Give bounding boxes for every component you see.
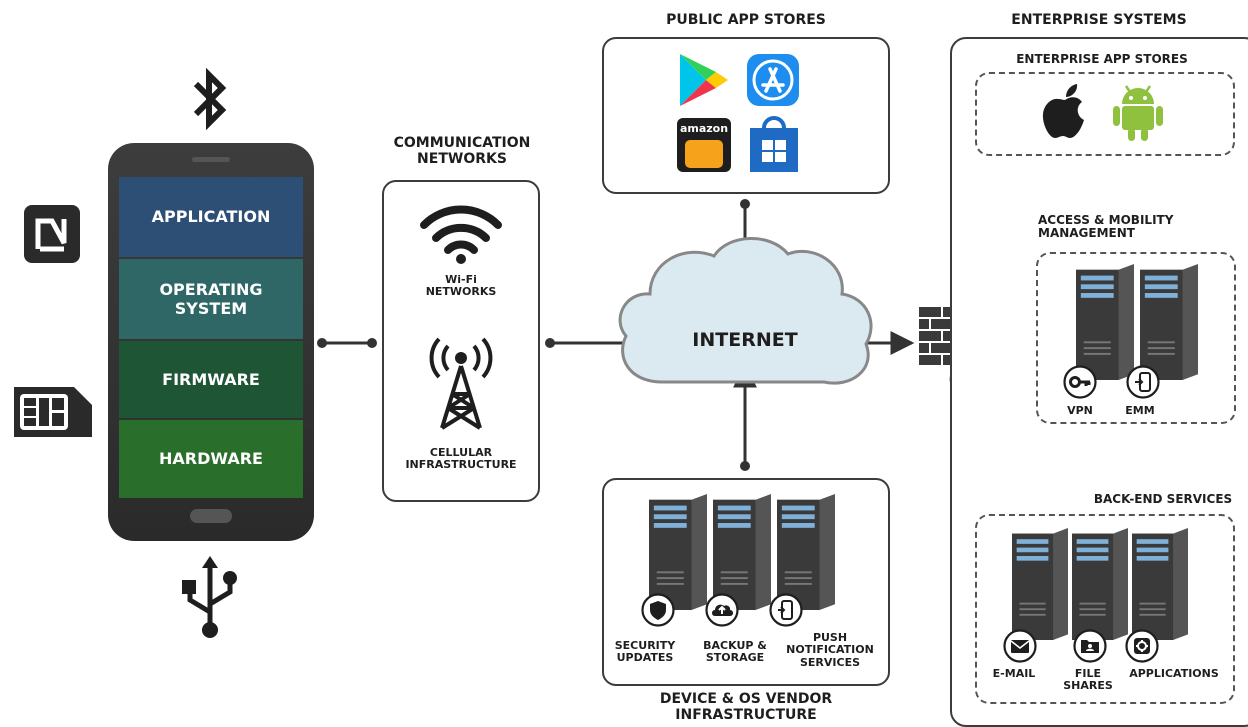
vendor-service-push-label: PUSH NOTIFICATION SERVICES xyxy=(786,631,874,669)
google-play-icon xyxy=(680,54,728,106)
server-rack-icon xyxy=(713,494,771,610)
cell-tower-icon xyxy=(429,337,493,430)
nfc-icon xyxy=(24,205,80,263)
server-rack-icon xyxy=(777,494,835,610)
wifi-icon xyxy=(420,205,502,264)
envelope-icon xyxy=(1003,629,1037,663)
amazon-basket xyxy=(685,140,723,168)
backend-services-title: BACK-END SERVICES xyxy=(1093,492,1233,506)
vpn-label: VPN xyxy=(1067,404,1093,417)
networks-box xyxy=(382,180,540,502)
server-rack-icon xyxy=(649,494,707,610)
enterprise-app-stores-title: ENTERPRISE APP STORES xyxy=(1016,52,1188,66)
backend-applications-label: APPLICATIONS xyxy=(1129,667,1219,680)
access-servers xyxy=(1063,264,1203,399)
backend-services-box xyxy=(975,514,1235,704)
vendor-service-security-label: SECURITY UPDATES xyxy=(614,639,676,665)
sim-card-icon xyxy=(14,387,92,437)
layer-application: APPLICATION xyxy=(119,177,303,257)
apple-app-store-icon xyxy=(747,54,799,106)
access-management-box xyxy=(1036,252,1236,424)
push-notification-icon xyxy=(769,593,803,627)
mobile-management-icon xyxy=(1126,365,1160,399)
cellular-label: CELLULAR INFRASTRUCTURE xyxy=(405,446,517,472)
server-rack-icon xyxy=(1072,528,1128,640)
backend-file-shares-label: FILE SHARES xyxy=(1063,667,1113,693)
bluetooth-icon xyxy=(193,68,227,130)
server-rack-icon xyxy=(1140,264,1198,380)
wifi-label: Wi-Fi NETWORKS xyxy=(425,273,497,299)
vendor-service-backup-label: BACKUP & STORAGE xyxy=(703,639,767,665)
internet-label: INTERNET xyxy=(692,329,798,351)
layer-operating-system: OPERATING SYSTEM xyxy=(119,259,303,339)
server-rack-icon xyxy=(1132,528,1188,640)
public-app-stores-box xyxy=(602,37,890,194)
layer-hardware: HARDWARE xyxy=(119,420,303,498)
smartphone: APPLICATION OPERATING SYSTEM FIRMWARE HA… xyxy=(108,143,314,541)
emm-label: EMM xyxy=(1125,404,1155,417)
usb-icon xyxy=(182,556,237,638)
backend-servers xyxy=(1003,528,1192,663)
enterprise-app-stores-box xyxy=(975,72,1235,156)
phone-speaker xyxy=(192,157,230,162)
vendor-title: DEVICE & OS VENDOR INFRASTRUCTURE xyxy=(659,691,833,723)
android-icon xyxy=(1113,85,1163,141)
amazon-text: amazon xyxy=(679,122,729,135)
server-rack-icon xyxy=(1012,528,1068,640)
key-icon xyxy=(1063,365,1097,399)
access-management-title: ACCESS & MOBILITY MANAGEMENT xyxy=(1038,213,1174,241)
folder-icon xyxy=(1073,629,1107,663)
windows-store-icon xyxy=(750,116,798,172)
cloud-upload-icon xyxy=(705,593,739,627)
layer-firmware: FIRMWARE xyxy=(119,341,303,418)
enterprise-title: ENTERPRISE SYSTEMS xyxy=(1011,12,1187,28)
gear-icon xyxy=(1125,629,1159,663)
networks-title: COMMUNICATION NETWORKS xyxy=(393,135,531,167)
amazon-appstore-icon: amazon xyxy=(677,118,731,172)
vendor-servers xyxy=(641,494,840,627)
apple-icon xyxy=(1042,84,1084,138)
backend-email-label: E-MAIL xyxy=(992,667,1036,680)
public-app-stores-title: PUBLIC APP STORES xyxy=(666,12,826,28)
internet-cloud xyxy=(618,237,873,385)
server-rack-icon xyxy=(1076,264,1134,380)
home-button xyxy=(190,509,232,523)
shield-icon xyxy=(641,593,675,627)
